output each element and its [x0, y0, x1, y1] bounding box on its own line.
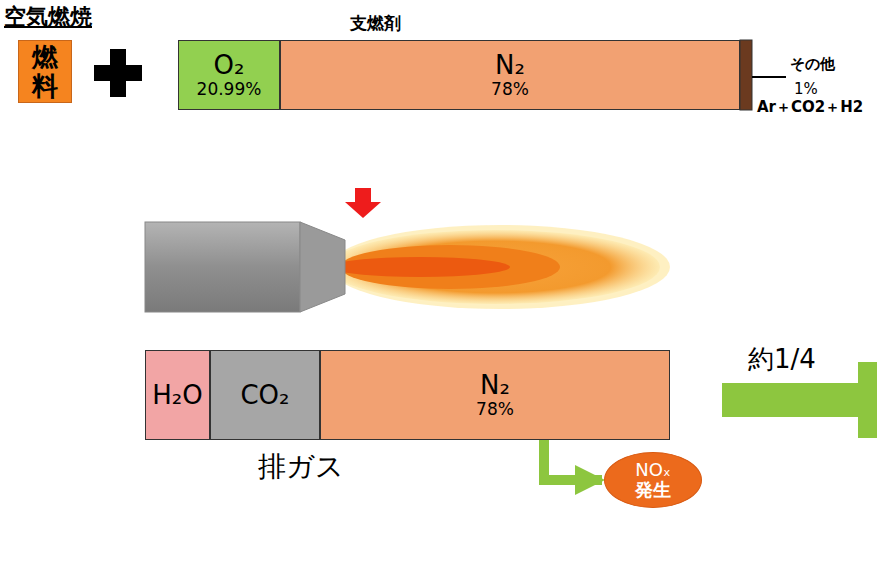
- node-text: 78%: [476, 400, 514, 419]
- flame: [330, 225, 670, 309]
- nitrogen-box: N₂78%: [280, 40, 740, 110]
- nox-ellipse: NOₓ発生: [604, 452, 702, 508]
- fuel-box: 燃料: [18, 40, 72, 103]
- gas-list-label: Ar＋CO2＋H2: [757, 98, 863, 117]
- node-text: 78%: [491, 80, 529, 99]
- other-gas-strip: [740, 40, 752, 110]
- leader-line: [752, 76, 786, 78]
- ratio-label: 約1/4: [748, 342, 816, 377]
- co2-box: CO₂: [210, 350, 320, 440]
- node-text: NOₓ: [635, 460, 671, 480]
- node-text: N₂: [480, 371, 510, 400]
- plus-sign: [94, 49, 142, 97]
- exhaust-label: 排ガス: [258, 448, 344, 486]
- burner-nozzle: [145, 222, 345, 312]
- node-text: H₂O: [152, 381, 202, 410]
- nitrogen-box: N₂78%: [320, 350, 670, 440]
- oxidizer-label: 支燃剤: [350, 12, 401, 35]
- node-text: N₂: [495, 51, 525, 80]
- flow-arrow: [544, 440, 602, 480]
- node-text: CO₂: [240, 381, 289, 410]
- node-text: 20.99%: [197, 80, 262, 99]
- percent-label: 1%: [794, 80, 818, 98]
- oxygen-box: O₂20.99%: [178, 40, 280, 110]
- other-label: その他: [790, 55, 835, 74]
- water-box: H₂O: [145, 350, 210, 440]
- node-text: O₂: [214, 51, 245, 80]
- node-text: 燃料: [32, 43, 58, 100]
- node-text: 発生: [635, 480, 671, 500]
- red-arrow: [345, 188, 381, 218]
- diagram-title: 空気燃焼: [4, 2, 92, 32]
